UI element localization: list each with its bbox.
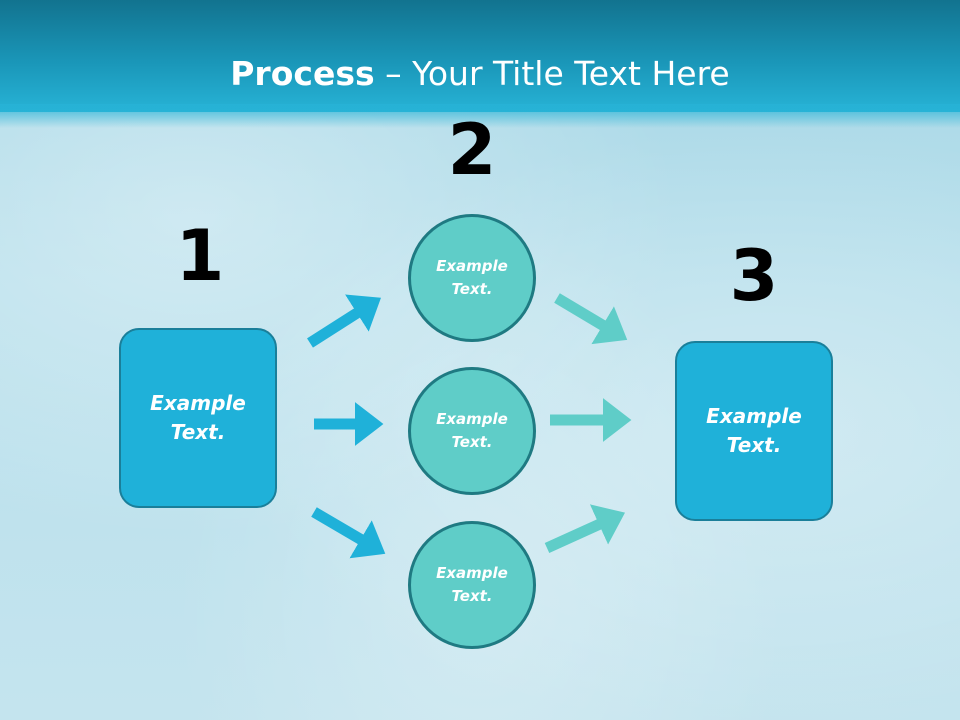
- step-number-2: 2: [447, 109, 497, 191]
- step-2-circle-top: Example Text.: [408, 214, 536, 342]
- step-2-circle-middle: Example Text.: [408, 367, 536, 495]
- step-1-text: Example Text.: [150, 391, 246, 444]
- step-1-box: Example Text.: [119, 328, 277, 508]
- step-number-3: 3: [729, 235, 779, 317]
- title-separator: –: [374, 54, 413, 93]
- header-fade: [0, 104, 960, 128]
- circle-bottom-text: Example Text.: [436, 564, 508, 605]
- step-3-box: Example Text.: [675, 341, 833, 521]
- header-band: [0, 0, 960, 112]
- arrow-from-circle-bottom: [544, 504, 626, 554]
- step-2-circle-bottom: Example Text.: [408, 521, 536, 649]
- arrow-to-circle-top: [307, 294, 381, 348]
- title-rest: Your Title Text Here: [412, 54, 730, 93]
- circle-middle-text: Example Text.: [436, 410, 508, 451]
- step-number-1: 1: [175, 215, 225, 297]
- title-bold: Process: [230, 54, 375, 93]
- step-3-text: Example Text.: [706, 404, 802, 457]
- arrow-to-circle-bottom: [311, 507, 386, 559]
- slide-title: Process – Your Title Text Here: [0, 52, 960, 96]
- arrow-from-circle-top: [554, 293, 628, 345]
- circle-top-text: Example Text.: [436, 257, 508, 298]
